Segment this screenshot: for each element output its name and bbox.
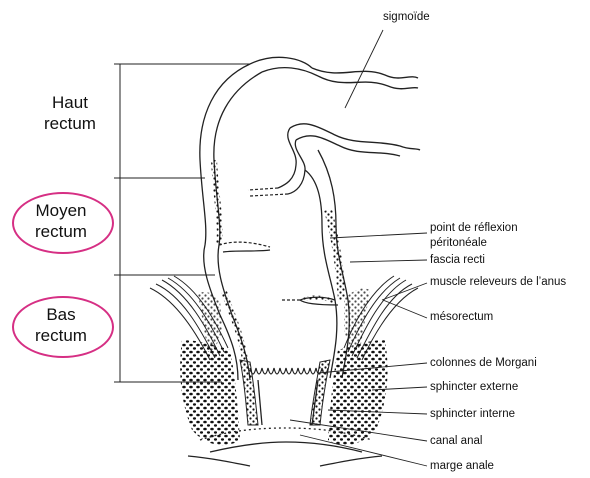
label-fascia-recti: fascia recti	[430, 253, 485, 267]
label-marge-anale: marge anale	[430, 459, 494, 473]
label-sphincter-externe: sphincter externe	[430, 380, 518, 394]
label-sphincter-interne: sphincter interne	[430, 407, 515, 421]
bas-line2: rectum	[0, 325, 131, 346]
label-canal-anal: canal anal	[430, 434, 482, 448]
moyen-line1: Moyen	[0, 200, 131, 221]
label-haut-rectum: Haut rectum	[0, 92, 140, 134]
haut-line2: rectum	[0, 113, 140, 134]
label-sigmoide: sigmoïde	[383, 10, 430, 24]
label-bas-rectum: Bas rectum	[0, 304, 131, 346]
sigmoid-colon	[290, 68, 420, 156]
moyen-line2: rectum	[0, 221, 131, 242]
bas-line1: Bas	[0, 304, 131, 325]
haut-line1: Haut	[0, 92, 140, 113]
morgagni-columns	[250, 368, 328, 374]
rectal-valves	[219, 188, 338, 305]
external-sphincter	[180, 340, 387, 445]
label-point-reflexion-1: point de réflexion	[430, 221, 518, 235]
label-mesorectum: mésorectum	[430, 310, 493, 324]
rectal-wall-right	[305, 150, 349, 378]
label-colonnes-morgani: colonnes de Morgani	[430, 356, 537, 370]
label-point-reflexion-2: péritonéale	[430, 236, 487, 250]
label-muscle-releveurs: muscle releveurs de l’anus	[430, 275, 566, 289]
rectal-top	[250, 57, 318, 194]
label-moyen-rectum: Moyen rectum	[0, 200, 131, 242]
